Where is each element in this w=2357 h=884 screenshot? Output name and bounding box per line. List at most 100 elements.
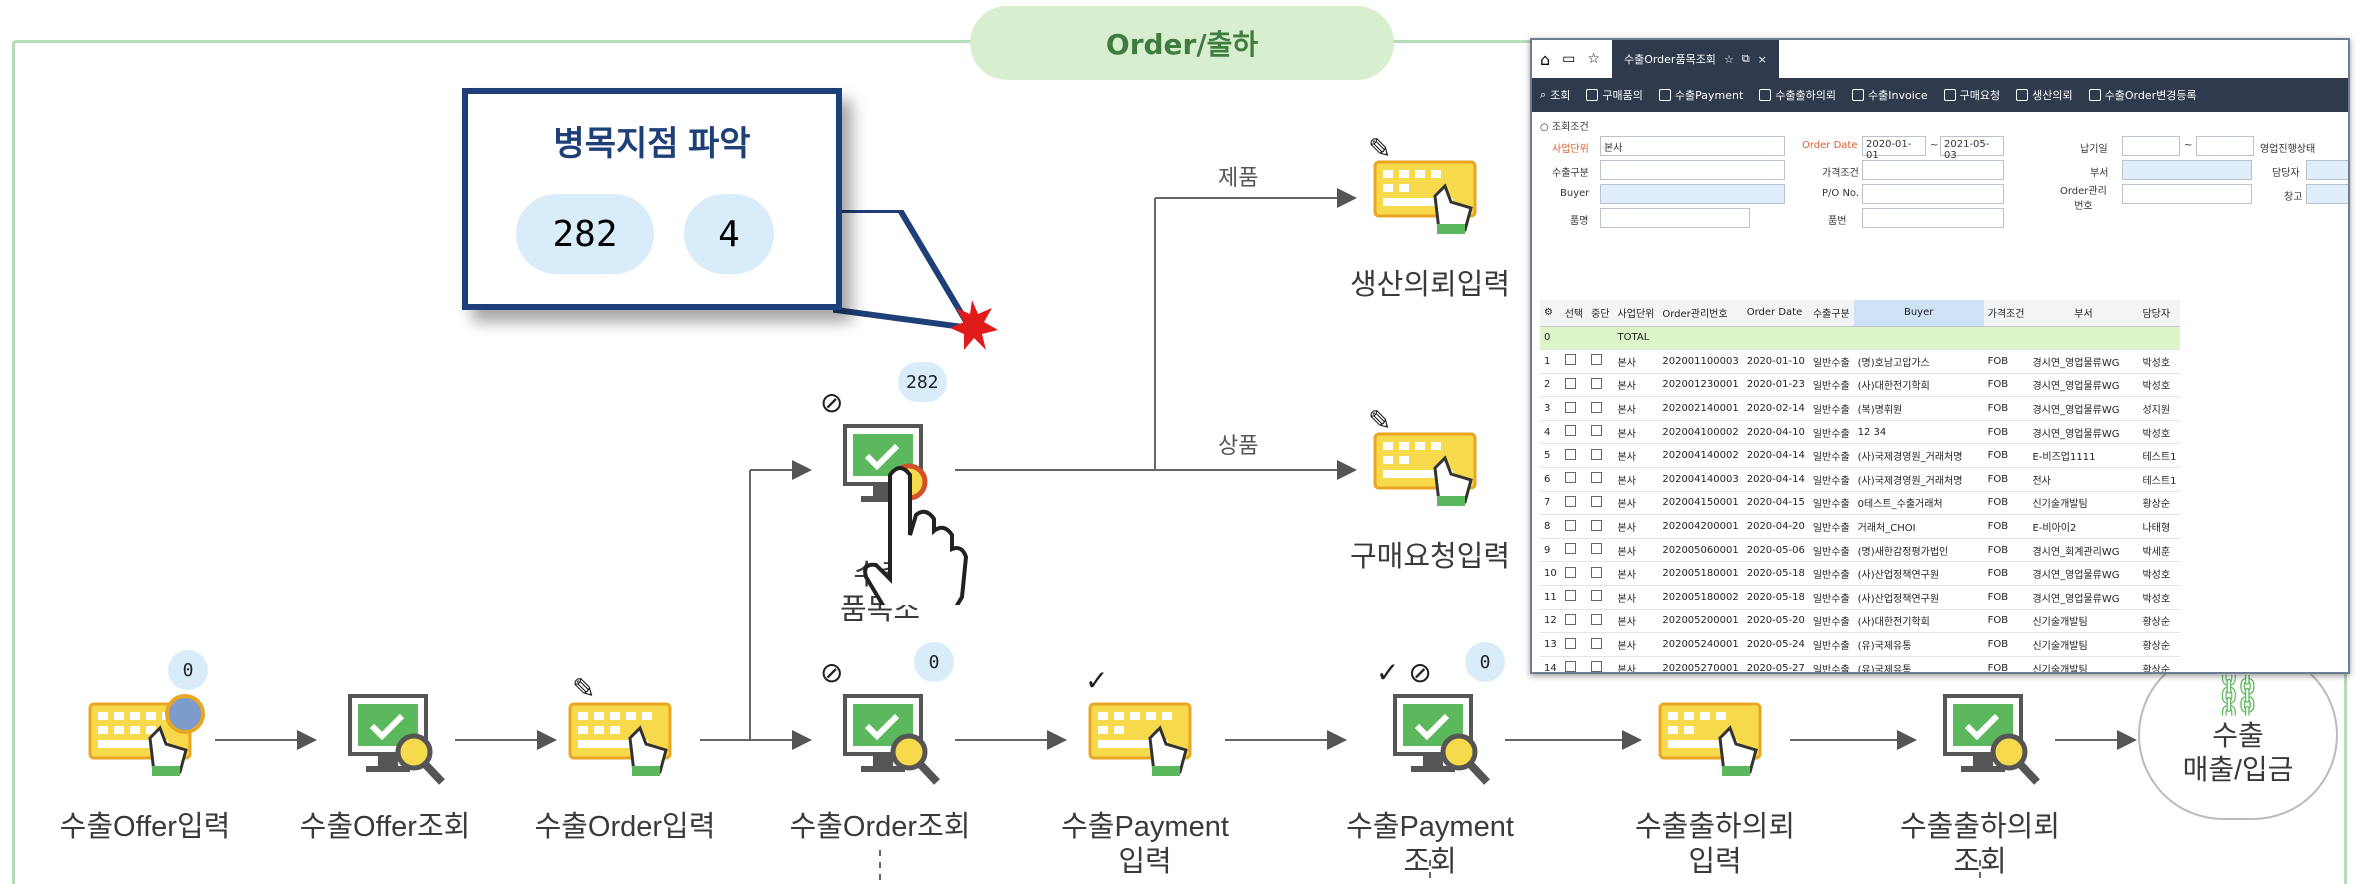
checkbox[interactable] <box>1564 377 1576 389</box>
select-checkbox[interactable] <box>1560 609 1588 634</box>
col-select[interactable]: 선택 <box>1560 300 1588 327</box>
stop-checkbox[interactable] <box>1587 420 1614 445</box>
checkbox[interactable] <box>1591 377 1603 389</box>
col-department[interactable]: 부서 <box>2028 300 2139 327</box>
checkbox[interactable] <box>1591 637 1603 649</box>
checkbox[interactable] <box>1564 661 1576 672</box>
price-condition-select[interactable] <box>1862 160 2004 180</box>
tab-close-icon[interactable]: × <box>1757 52 1767 66</box>
select-checkbox[interactable] <box>1560 538 1588 563</box>
stop-checkbox[interactable] <box>1587 396 1614 421</box>
checkbox[interactable] <box>1564 613 1576 625</box>
checkbox[interactable] <box>1564 401 1576 413</box>
col-buyer[interactable]: Buyer <box>1853 300 1984 327</box>
item-name-input[interactable] <box>1600 208 1750 228</box>
select-checkbox[interactable] <box>1560 467 1588 492</box>
checkbox[interactable] <box>1591 472 1603 484</box>
checkbox[interactable] <box>1591 495 1603 507</box>
checkbox[interactable] <box>1591 354 1603 366</box>
checkbox[interactable] <box>1591 590 1603 602</box>
po-number-input[interactable] <box>1862 184 2004 204</box>
col-order-date[interactable]: Order Date <box>1742 300 1809 327</box>
stop-checkbox[interactable] <box>1587 443 1614 469</box>
checkbox[interactable] <box>1591 661 1603 672</box>
stop-checkbox[interactable] <box>1587 609 1614 634</box>
tab-popout-icon[interactable]: ⧉ <box>1741 52 1750 65</box>
select-checkbox[interactable] <box>1560 443 1588 469</box>
checkbox[interactable] <box>1564 590 1576 602</box>
business-unit-select[interactable]: 본사 <box>1600 136 1785 156</box>
checkbox[interactable] <box>1591 543 1603 555</box>
star-icon[interactable]: ☆ <box>1587 51 1600 67</box>
node-purchase-request-input[interactable]: 구매요청입력 <box>1310 420 1550 575</box>
checkbox[interactable] <box>1564 637 1576 649</box>
checkbox[interactable] <box>1564 566 1576 578</box>
node-export-shipping-request-input[interactable]: 수출출하의뢰 입력 <box>1595 690 1835 880</box>
stop-checkbox[interactable] <box>1587 349 1614 374</box>
checkbox[interactable] <box>1564 495 1576 507</box>
buyer-input[interactable] <box>1600 184 1785 204</box>
select-checkbox[interactable] <box>1560 349 1588 374</box>
node-export-payment-view[interactable]: 수출Payment 조회 <box>1310 690 1550 880</box>
export-type-select[interactable] <box>1600 160 1785 180</box>
date-to-input[interactable]: 2021-05-03 <box>1940 136 2004 161</box>
shipping-request-button[interactable]: 수출출하의뢰 <box>1759 87 1836 103</box>
col-price-condition[interactable]: 가격조건 <box>1983 300 2029 327</box>
export-invoice-button[interactable]: 수출Invoice <box>1852 87 1928 103</box>
node-export-order-input[interactable]: 수출Order입력 <box>505 690 745 845</box>
select-checkbox[interactable] <box>1560 514 1588 539</box>
node-export-offer-input[interactable]: 수출Offer입력 <box>25 690 265 845</box>
select-checkbox[interactable] <box>1560 491 1588 516</box>
select-checkbox[interactable] <box>1560 373 1588 398</box>
node-export-payment-input[interactable]: 수출Payment 입력 <box>1025 690 1265 880</box>
print-icon[interactable]: ▭ <box>1562 51 1576 67</box>
col-stop[interactable]: 중단 <box>1587 300 1614 327</box>
select-checkbox[interactable] <box>1560 632 1588 657</box>
department-input[interactable] <box>2122 160 2252 180</box>
search-button[interactable]: ⌕조회 <box>1540 87 1570 103</box>
col-manager[interactable]: 담당자 <box>2138 300 2181 327</box>
stop-checkbox[interactable] <box>1587 561 1614 587</box>
checkbox[interactable] <box>1591 566 1603 578</box>
grid-settings-icon[interactable]: ⚙ <box>1540 300 1561 327</box>
checkbox[interactable] <box>1564 425 1576 437</box>
stop-checkbox[interactable] <box>1587 538 1614 563</box>
item-number-input[interactable] <box>1862 208 2004 228</box>
node-export-shipping-request-view[interactable]: 수출출하의뢰 조회 <box>1860 690 2100 880</box>
warehouse-input[interactable] <box>2306 184 2348 204</box>
col-order-number[interactable]: Order관리번호 <box>1658 300 1743 327</box>
checkbox[interactable] <box>1591 613 1603 625</box>
home-icon[interactable]: ⌂ <box>1540 49 1551 69</box>
node-export-offer-view[interactable]: 수출Offer조회 <box>265 690 505 845</box>
stop-checkbox[interactable] <box>1587 373 1614 398</box>
stop-checkbox[interactable] <box>1587 585 1614 610</box>
select-checkbox[interactable] <box>1560 656 1588 672</box>
tab-export-order-item-view[interactable]: 수출Order품목조회 ☆ ⧉ × <box>1611 40 1779 78</box>
checkbox[interactable] <box>1564 354 1576 366</box>
stop-checkbox[interactable] <box>1587 656 1614 672</box>
node-export-sales-circle[interactable]: ⛓ 수출 매출/입금 <box>2138 650 2338 820</box>
checkbox[interactable] <box>1564 543 1576 555</box>
manager-input[interactable] <box>2306 160 2348 180</box>
order-change-button[interactable]: 수출Order변경등록 <box>2088 87 2197 103</box>
delivery-to-input[interactable] <box>2196 136 2254 156</box>
date-from-input[interactable]: 2020-01-01 <box>1862 136 1926 161</box>
stop-checkbox[interactable] <box>1587 467 1614 492</box>
node-production-request-input[interactable]: 생산의뢰입력 <box>1310 148 1550 303</box>
checkbox[interactable] <box>1564 519 1576 531</box>
purchase-request-button[interactable]: 구매요청 <box>1943 87 2000 103</box>
select-checkbox[interactable] <box>1560 585 1588 610</box>
